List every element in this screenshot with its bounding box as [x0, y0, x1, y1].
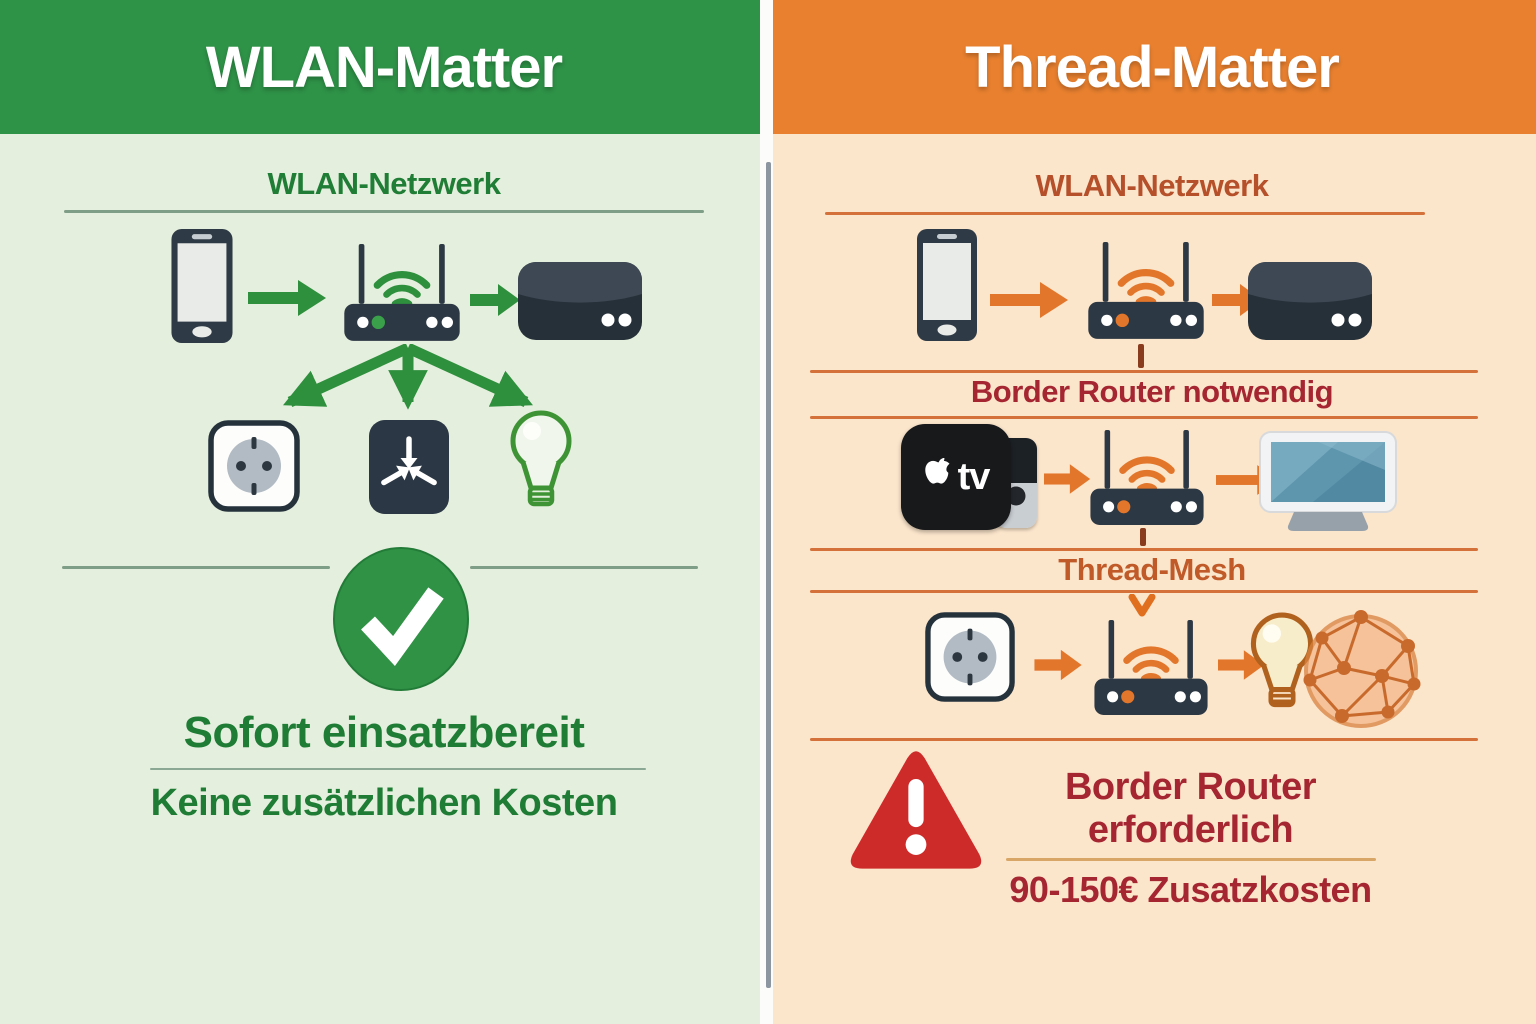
wlan-matter-title: WLAN-Matter [205, 34, 563, 100]
connector-tick [1138, 344, 1144, 368]
wifi-router-icon [1088, 242, 1204, 339]
check-circle-icon [333, 547, 469, 691]
divider-line [810, 416, 1478, 419]
status-title: Sofort einsatzbereit [183, 708, 585, 757]
arrow-right-icon [990, 282, 1068, 318]
divider-line [810, 370, 1478, 373]
thread-matter-header: Thread-Matter [768, 0, 1536, 134]
connector-tick [1140, 528, 1146, 546]
panel-divider-line [766, 162, 771, 988]
smart-display-icon [1259, 431, 1397, 531]
smart-home-hub-icon [1248, 262, 1372, 340]
arrow-right-icon [470, 284, 520, 316]
divider-line [150, 768, 646, 770]
power-socket-icon [208, 420, 300, 512]
wlan-network-label-right: WLAN-Netzwerk [1035, 168, 1269, 203]
divider-line [64, 210, 704, 213]
arrow-right-icon [1034, 649, 1082, 681]
light-bulb-icon [1250, 612, 1314, 708]
divider-line [470, 566, 698, 569]
wlan-matter-header: WLAN-Matter [0, 0, 768, 134]
wifi-router-icon [1094, 620, 1208, 715]
apple-logo-icon [924, 458, 950, 484]
chevron-down-icon [1128, 594, 1156, 617]
wifi-router-icon [344, 244, 460, 341]
arrow-right-icon [1044, 464, 1091, 494]
smartphone-icon [917, 229, 977, 341]
warning-text-block: Border Router erforderlich 90-150€ Zusat… [993, 766, 1388, 911]
border-router-note: Border Router notwendig [970, 374, 1334, 409]
power-socket-icon [925, 612, 1015, 702]
wlan-matter-panel: WLAN-Matter WLAN-Netzwerk [0, 0, 768, 1024]
warning-cost: 90-150€ Zusatzkosten [1009, 869, 1372, 910]
apple-tv-text: tv [957, 455, 991, 498]
smart-home-hub-icon [518, 262, 642, 340]
arrow-right-icon [1218, 650, 1265, 680]
divider-line [825, 212, 1425, 215]
divider-line [810, 590, 1478, 593]
thread-mesh-label: Thread-Mesh [1058, 552, 1246, 587]
fanout-arrows [282, 344, 534, 410]
mesh-network-icon [1303, 610, 1421, 728]
smartphone-icon [171, 229, 233, 343]
divider-line [1005, 858, 1376, 861]
matter-hub-icon [369, 420, 449, 514]
thread-matter-panel: Thread-Matter WLAN-Netzwerk [768, 0, 1536, 1024]
divider-line [810, 738, 1478, 741]
apple-tv-icon: tv [901, 424, 1037, 530]
divider-line [810, 548, 1478, 551]
warning-triangle-icon [850, 751, 982, 869]
wlan-network-label-left: WLAN-Netzwerk [267, 166, 501, 201]
wifi-router-icon [1090, 430, 1204, 525]
status-subtitle: Keine zusätzlichen Kosten [150, 782, 618, 824]
thread-matter-title: Thread-Matter [965, 34, 1340, 100]
divider-line [62, 566, 330, 569]
arrow-right-icon [248, 280, 326, 316]
warning-title: Border Router erforderlich [1064, 766, 1317, 851]
light-bulb-icon [510, 410, 572, 507]
